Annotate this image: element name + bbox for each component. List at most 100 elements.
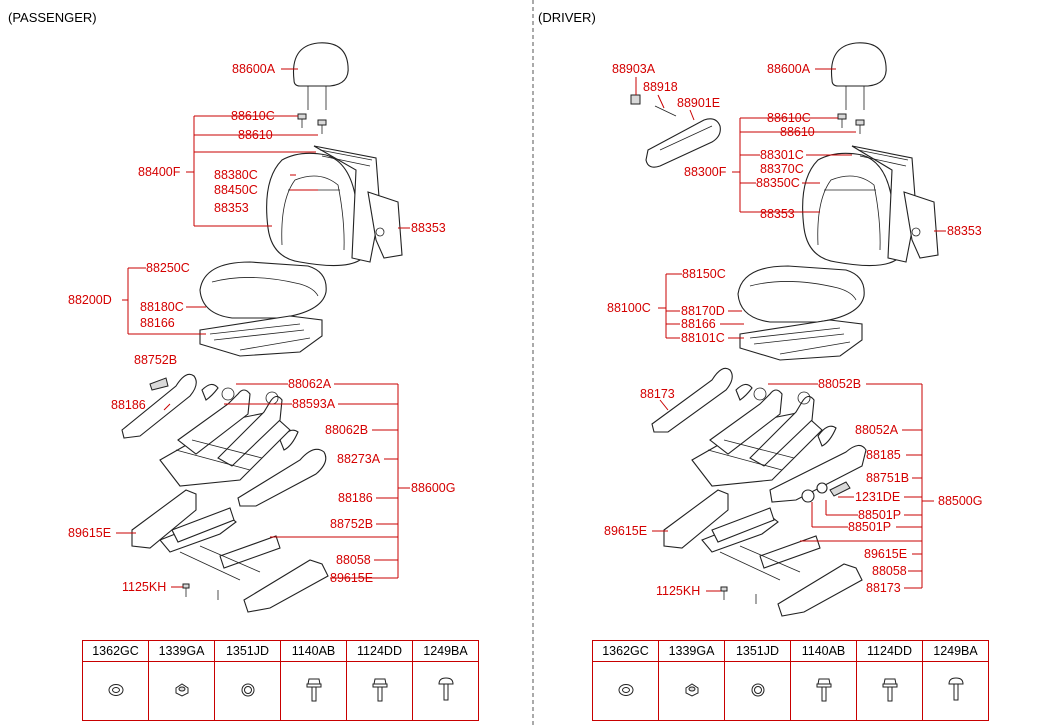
callout-label: 88062A: [288, 377, 332, 391]
hardware-code: 1362GC: [592, 640, 659, 662]
callout-label: 1125KH: [122, 580, 166, 594]
callout-label: 88353: [214, 201, 249, 215]
callout-label: 88052A: [855, 423, 899, 437]
bolt-flange-icon: [346, 661, 413, 721]
callout-label: 1125KH: [656, 584, 700, 598]
callout-label: 88180C: [140, 300, 184, 314]
hardware-code: 1351JD: [214, 640, 281, 662]
driver-cushion: [737, 265, 865, 361]
callout-label: 88301C: [760, 148, 804, 162]
driver-armrest: [630, 94, 721, 168]
driver-headrest: [830, 42, 887, 110]
passenger-callouts: 88600A 88610C 88610 88400F 88380C 88450C…: [68, 62, 455, 594]
hardware-code: 1362GC: [82, 640, 149, 662]
bolt-flange-icon: [856, 661, 923, 721]
callout-label: 88353: [947, 224, 982, 238]
driver-seat-frame: [691, 387, 823, 487]
passenger-hardware-table: 1362GC 1339GA 1351JD 1140AB 1124DD 1249B…: [82, 640, 479, 721]
callout-label: 88610C: [767, 111, 811, 125]
driver-rails: [663, 489, 863, 617]
callout-label: 88600G: [411, 481, 455, 495]
callout-label: 88400F: [138, 165, 181, 179]
callout-label: 88501P: [858, 508, 901, 522]
callout-label: 89615E: [864, 547, 907, 561]
hardware-code: 1339GA: [148, 640, 215, 662]
passenger-screws-top: [297, 113, 327, 134]
callout-label: 88353: [411, 221, 446, 235]
nut-icon: [658, 661, 725, 721]
passenger-leader-lines: [116, 68, 410, 588]
callout-label: 88370C: [760, 162, 804, 176]
callout-label: 88610: [780, 125, 815, 139]
callout-label: 88186: [111, 398, 146, 412]
callout-label: 88593A: [292, 397, 336, 411]
callout-label: 88101C: [681, 331, 725, 345]
driver-callouts: 88903A 88918 88901E 88600A 88610C 88610 …: [604, 62, 982, 598]
passenger-seat-frame: [159, 387, 291, 487]
passenger-seatback: [266, 145, 403, 267]
callout-label: 88166: [140, 316, 175, 330]
callout-label: 88186: [338, 491, 373, 505]
bolt-flange-icon: [790, 661, 857, 721]
bolt-flange-icon: [280, 661, 347, 721]
washer-icon: [82, 661, 149, 721]
driver-seatback: [802, 145, 939, 267]
callout-label: 88150C: [682, 267, 726, 281]
hardware-code: 1339GA: [658, 640, 725, 662]
callout-label: 88610: [238, 128, 273, 142]
clip-ring-icon: [724, 661, 791, 721]
driver-hardware-table: 1362GC 1339GA 1351JD 1140AB 1124DD 1249B…: [592, 640, 989, 721]
hardware-code: 1140AB: [790, 640, 857, 662]
callout-label: 88901E: [677, 96, 720, 110]
callout-label: 88903A: [612, 62, 656, 76]
callout-label: 88600A: [232, 62, 276, 76]
callout-label: 88600A: [767, 62, 811, 76]
hardware-code: 1124DD: [346, 640, 413, 662]
callout-label: 88100C: [607, 301, 651, 315]
callout-label: 89615E: [330, 571, 373, 585]
driver-screws-top: [837, 113, 865, 134]
callout-label: 1231DE: [855, 490, 900, 504]
callout-label: 88058: [872, 564, 907, 578]
callout-label: 88610C: [231, 109, 275, 123]
passenger-rails: [131, 489, 329, 613]
callout-label: 88350C: [756, 176, 800, 190]
passenger-cushion: [199, 261, 327, 357]
hardware-code: 1249BA: [412, 640, 479, 662]
callout-label: 88918: [643, 80, 678, 94]
callout-label: 88166: [681, 317, 716, 331]
callout-label: 88185: [866, 448, 901, 462]
callout-label: 88173: [866, 581, 901, 595]
callout-label: 88353: [760, 207, 795, 221]
screw-icon: [922, 661, 989, 721]
callout-label: 88752B: [134, 353, 177, 367]
nut-icon: [148, 661, 215, 721]
callout-label: 88380C: [214, 168, 258, 182]
passenger-side-covers: [121, 373, 327, 507]
washer-icon: [592, 661, 659, 721]
callout-label: 88170D: [681, 304, 725, 318]
hardware-code: 1140AB: [280, 640, 347, 662]
driver-side-covers: [651, 367, 867, 503]
callout-label: 88752B: [330, 517, 373, 531]
callout-label: 88200D: [68, 293, 112, 307]
passenger-section-title: (PASSENGER): [8, 10, 97, 25]
callout-label: 88501P: [848, 520, 891, 534]
callout-label: 89615E: [68, 526, 111, 540]
callout-label: 88273A: [337, 452, 381, 466]
driver-section-title: (DRIVER): [538, 10, 596, 25]
callout-label: 88250C: [146, 261, 190, 275]
clip-ring-icon: [214, 661, 281, 721]
hardware-code: 1124DD: [856, 640, 923, 662]
passenger-headrest: [292, 42, 349, 110]
hardware-code: 1249BA: [922, 640, 989, 662]
callout-label: 88300F: [684, 165, 727, 179]
callout-label: 88052B: [818, 377, 861, 391]
callout-label: 89615E: [604, 524, 647, 538]
callout-label: 88500G: [938, 494, 982, 508]
callout-label: 88751B: [866, 471, 909, 485]
callout-label: 88450C: [214, 183, 258, 197]
driver-leader-lines: [635, 68, 946, 592]
screw-icon: [412, 661, 479, 721]
